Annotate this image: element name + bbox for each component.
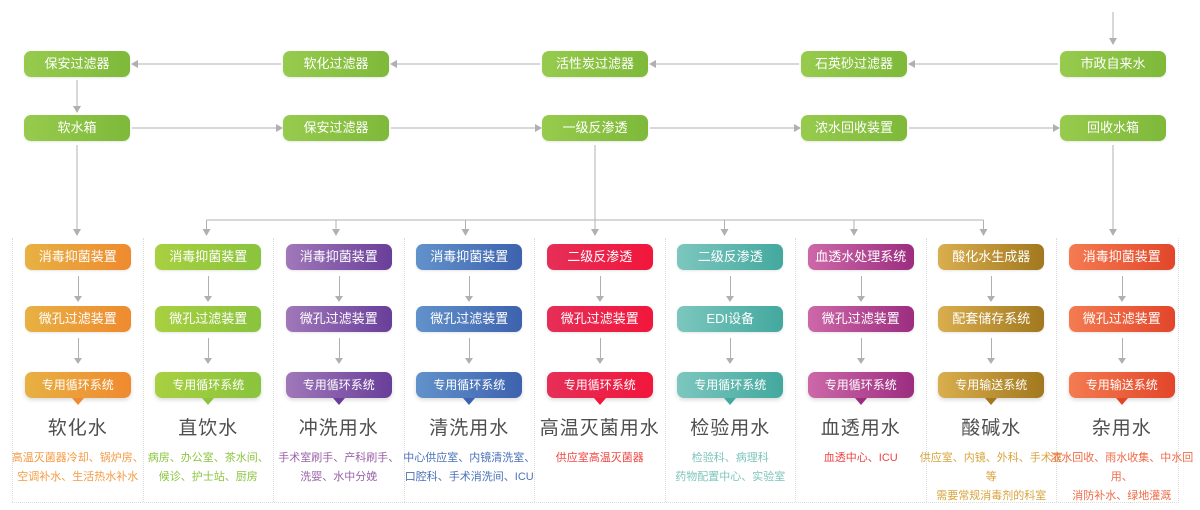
- system-badge: 专用循环系统: [677, 372, 784, 398]
- column-miscellaneous-water: 消毒抑菌装置 微孔过滤装置 专用输送系统 杂用水 浓水回收、雨水收集、中水回用、…: [1050, 238, 1193, 502]
- system-badge: 专用循环系统: [285, 372, 392, 398]
- arrowhead-icons: [73, 38, 1117, 236]
- treatment-step-box: 微孔过滤装置: [1068, 306, 1175, 332]
- treatment-step-box: 消毒抑菌装置: [1068, 244, 1175, 270]
- usage-description: 检验科、病理科 药物配置中心、实验室: [675, 452, 786, 483]
- treatment-step-box: 微孔过滤装置: [155, 306, 262, 332]
- flow-node-first-stage-ro: 一级反渗透: [542, 115, 648, 141]
- down-arrow-icon: [535, 270, 665, 306]
- treatment-step-box: 二级反渗透: [677, 244, 784, 270]
- water-type-title: 杂用水: [1091, 418, 1152, 439]
- down-arrow-icon: [927, 270, 1057, 306]
- usage-description: 病房、办公室、茶水间、 候诊、护士站、厨房: [147, 452, 269, 483]
- down-arrow-icon: [144, 270, 274, 306]
- treatment-step-box: 酸化水生成器: [938, 244, 1045, 270]
- flow-node-concentrate-recovery: 浓水回收装置: [801, 115, 907, 141]
- water-type-title: 高温灭菌用水: [539, 418, 660, 439]
- treatment-step-box: 微孔过滤装置: [416, 306, 523, 332]
- down-arrow-icon: [796, 332, 926, 368]
- system-badge: 专用循环系统: [416, 372, 523, 398]
- usage-description: 高温灭菌器冷却、锅炉房、 空调补水、生活热水补水: [11, 452, 144, 483]
- down-arrow-icon: [13, 270, 143, 306]
- system-badge: 专用输送系统: [1068, 372, 1175, 398]
- down-arrow-icon: [666, 332, 796, 368]
- treatment-step-box: 微孔过滤装置: [807, 306, 914, 332]
- down-arrow-icon: [927, 332, 1057, 368]
- treatment-step-box: 微孔过滤装置: [24, 306, 131, 332]
- water-type-title: 清洗用水: [429, 418, 510, 439]
- down-arrow-icon: [274, 332, 404, 368]
- treatment-step-box: 二级反渗透: [546, 244, 653, 270]
- column-cleaning-water: 消毒抑菌装置 微孔过滤装置 专用循环系统 清洗用水 中心供应室、内镜清洗室、 口…: [403, 238, 535, 502]
- down-arrow-icon: [13, 332, 143, 368]
- down-arrow-icon: [1057, 332, 1187, 368]
- water-type-title: 血透用水: [820, 418, 901, 439]
- down-arrow-icon: [1057, 270, 1187, 306]
- water-type-title: 冲洗用水: [298, 418, 379, 439]
- down-arrow-icon: [144, 332, 274, 368]
- usage-columns: 消毒抑菌装置 微孔过滤装置 专用循环系统 软化水 高温灭菌器冷却、锅炉房、 空调…: [12, 238, 1193, 503]
- treatment-step-box: 消毒抑菌装置: [24, 244, 131, 270]
- system-badge: 专用循环系统: [155, 372, 262, 398]
- column-high-temp-sterilization-water: 二级反渗透 微孔过滤装置 专用循环系统 高温灭菌用水 供应室高温灭菌器: [534, 238, 665, 502]
- flow-node-recycle-water-tank: 回收水箱: [1060, 115, 1166, 141]
- down-arrow-icon: [535, 332, 665, 368]
- treatment-step-box: 血透水处理系统: [807, 244, 914, 270]
- system-badge: 专用循环系统: [546, 372, 653, 398]
- column-hemodialysis-water: 血透水处理系统 微孔过滤装置 专用循环系统 血透用水 血透中心、ICU: [795, 238, 926, 502]
- down-arrow-icon: [405, 332, 535, 368]
- system-badge: 专用循环系统: [807, 372, 914, 398]
- treatment-step-box: 消毒抑菌装置: [155, 244, 262, 270]
- down-arrow-icon: [796, 270, 926, 306]
- treatment-step-box: 消毒抑菌装置: [285, 244, 392, 270]
- flow-node-municipal-tap-water: 市政自来水: [1060, 51, 1166, 77]
- column-laboratory-water: 二级反渗透 EDI设备 专用循环系统 检验用水 检验科、病理科 药物配置中心、实…: [664, 238, 796, 502]
- treatment-step-box: 微孔过滤装置: [546, 306, 653, 332]
- usage-description: 浓水回收、雨水收集、中水回用、 消防补水、绿地灌溉: [1050, 452, 1194, 502]
- water-type-title: 检验用水: [690, 418, 771, 439]
- down-arrow-icon: [405, 270, 535, 306]
- system-badge: 专用输送系统: [938, 372, 1045, 398]
- treatment-step-box: 微孔过滤装置: [285, 306, 392, 332]
- usage-description: 中心供应室、内镜清洗室、 口腔科、手术消洗间、ICU: [403, 452, 536, 483]
- usage-description: 血透中心、ICU: [823, 452, 898, 464]
- down-arrow-icon: [274, 270, 404, 306]
- usage-description: 供应室、内镜、外科、手术室等 需要常规消毒剂的科室: [919, 452, 1063, 502]
- usage-description: 供应室高温灭菌器: [555, 452, 644, 464]
- column-softened-water: 消毒抑菌装置 微孔过滤装置 专用循环系统 软化水 高温灭菌器冷却、锅炉房、 空调…: [12, 238, 144, 502]
- flow-lines: [76, 12, 1114, 230]
- column-direct-drinking-water: 消毒抑菌装置 微孔过滤装置 专用循环系统 直饮水 病房、办公室、茶水间、 候诊、…: [142, 238, 274, 502]
- down-arrow-icon: [666, 270, 796, 306]
- flow-node-quartz-sand-filter: 石英砂过滤器: [801, 51, 907, 77]
- flow-node-activated-carbon-filter: 活性炭过滤器: [542, 51, 648, 77]
- flow-node-soft-water-tank: 软水箱: [24, 115, 130, 141]
- column-flushing-water: 消毒抑菌装置 微孔过滤装置 专用循环系统 冲洗用水 手术室刷手、产科刷手、 洗婴…: [273, 238, 404, 502]
- water-type-title: 直饮水: [178, 418, 239, 439]
- treatment-step-box: 配套储存系统: [938, 306, 1045, 332]
- flow-node-security-filter-2: 保安过滤器: [283, 115, 389, 141]
- column-acid-alkaline-water: 酸化水生成器 配套储存系统 专用输送系统 酸碱水 供应室、内镜、外科、手术室等 …: [920, 238, 1063, 502]
- system-badge: 专用循环系统: [24, 372, 131, 398]
- treatment-step-box: EDI设备: [677, 306, 784, 332]
- water-type-title: 酸碱水: [961, 418, 1022, 439]
- usage-description: 手术室刷手、产科刷手、 洗婴、水中分娩: [278, 452, 400, 483]
- water-type-title: 软化水: [47, 418, 108, 439]
- treatment-step-box: 消毒抑菌装置: [416, 244, 523, 270]
- flow-node-security-filter-top: 保安过滤器: [24, 51, 130, 77]
- flow-node-softening-filter: 软化过滤器: [283, 51, 389, 77]
